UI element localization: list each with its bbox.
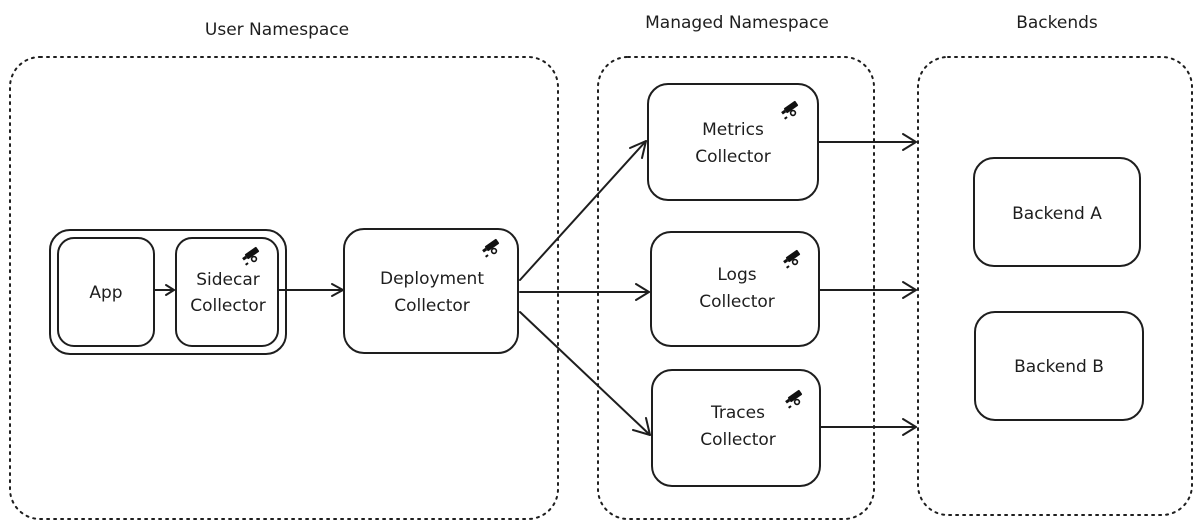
logs-collector-node[interactable]: Logs Collector [650,231,820,347]
app-label: App [89,283,122,303]
backend-a-box [973,157,1141,267]
edge-sidecar-to-deployment [277,283,344,297]
logs-collector-label-line2: Collector [699,292,775,312]
edge-deployment-to-metrics [519,140,647,281]
sidecar-collector-label-line2: Collector [190,296,266,316]
logs-collector-label-line1: Logs [717,265,756,285]
backend-a-node[interactable]: Backend A [973,157,1141,267]
deployment-collector-node[interactable]: Deployment Collector [343,228,519,354]
traces-collector-label-line2: Collector [700,430,776,450]
logs-collector-box [650,231,820,347]
traces-collector-node[interactable]: Traces Collector [651,369,821,487]
edge-traces-to-backends [819,418,917,436]
backends-container [917,56,1193,516]
sidecar-collector-node[interactable]: Sidecar Collector [175,237,279,347]
user-namespace-container [9,56,559,520]
backend-b-label: Backend B [1014,357,1104,377]
edge-logs-to-backends [818,281,917,299]
edge-deployment-to-traces [519,311,651,436]
edge-metrics-to-backends [817,133,917,151]
metrics-collector-label-line1: Metrics [702,120,764,140]
edge-app-to-sidecar [153,284,175,296]
backend-a-label: Backend A [1012,204,1102,224]
metrics-collector-box [647,83,819,201]
managed-namespace-container [597,56,875,520]
metrics-collector-node[interactable]: Metrics Collector [647,83,819,201]
backend-b-box [974,311,1144,421]
backends-title: Backends [1016,13,1098,33]
edge-deployment-to-logs [519,283,650,301]
app-box [57,237,155,347]
sidecar-collector-box [175,237,279,347]
user-namespace-title: User Namespace [205,20,349,40]
managed-namespace-title: Managed Namespace [645,13,829,33]
app-node[interactable]: App [57,237,155,347]
traces-collector-label-line1: Traces [710,403,765,423]
deployment-collector-box [343,228,519,354]
deployment-collector-label-line1: Deployment [380,269,484,289]
metrics-collector-label-line2: Collector [695,147,771,167]
sidecar-collector-label-line1: Sidecar [196,270,260,290]
traces-collector-box [651,369,821,487]
deployment-collector-label-line2: Collector [394,296,470,316]
backend-b-node[interactable]: Backend B [974,311,1144,421]
